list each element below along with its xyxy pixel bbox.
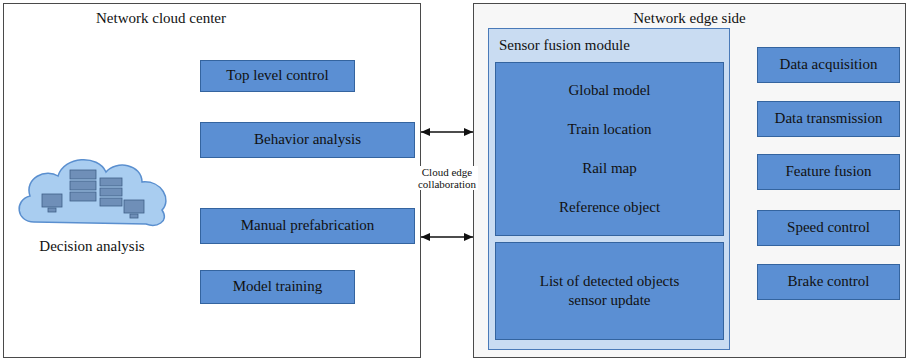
process-box: Feature fusion [757, 154, 900, 190]
panel-title: Sensor fusion module [499, 37, 630, 54]
panel-title: Network edge side [474, 10, 905, 27]
node-label: Global model [568, 82, 650, 99]
process-box: Behavior analysis [200, 122, 415, 158]
node-label: Data acquisition [780, 56, 878, 73]
node-label: Speed control [787, 219, 870, 236]
panel-title: Network cloud center [96, 10, 226, 27]
node-label: sensor update [568, 292, 650, 309]
process-box: Top level control [200, 60, 355, 92]
edge-side-panel: Network edge sideSensor fusion moduleGlo… [473, 3, 906, 358]
model-box: Global modelTrain locationRail mapRefere… [495, 62, 724, 236]
process-box: Model training [200, 270, 355, 304]
node-label: List of detected objects [540, 273, 680, 290]
node-label: Behavior analysis [254, 131, 361, 148]
node-label: Top level control [226, 67, 328, 84]
detection-box: List of detected objects sensor update [495, 242, 724, 340]
node-label: Decision analysis [12, 238, 172, 255]
node-label: Rail map [582, 160, 637, 177]
process-box: Data acquisition [757, 47, 900, 83]
node-label: Model training [233, 278, 323, 295]
node-label: Train location [567, 121, 651, 138]
link-label: Cloud edge collaboration [416, 166, 478, 190]
node-label: Feature fusion [785, 163, 871, 180]
cloud-shape [12, 148, 172, 234]
node-label: Data transmission [775, 110, 883, 127]
node-label: Reference object [559, 199, 660, 216]
process-box: Data transmission [757, 101, 900, 137]
process-box: Speed control [757, 210, 900, 246]
cloud-icon: Decision analysis [12, 148, 172, 262]
cloud-center-panel: Network cloud centerDecision analysis Top… [3, 3, 421, 358]
connector-arrow [421, 236, 473, 237]
process-box: Brake control [757, 264, 900, 300]
connector-arrow [421, 131, 473, 132]
module-box: Sensor fusion moduleGlobal modelTrain lo… [488, 28, 730, 350]
node-label: Manual prefabrication [241, 217, 375, 234]
node-label: Brake control [787, 273, 869, 290]
process-box: Manual prefabrication [200, 208, 415, 244]
